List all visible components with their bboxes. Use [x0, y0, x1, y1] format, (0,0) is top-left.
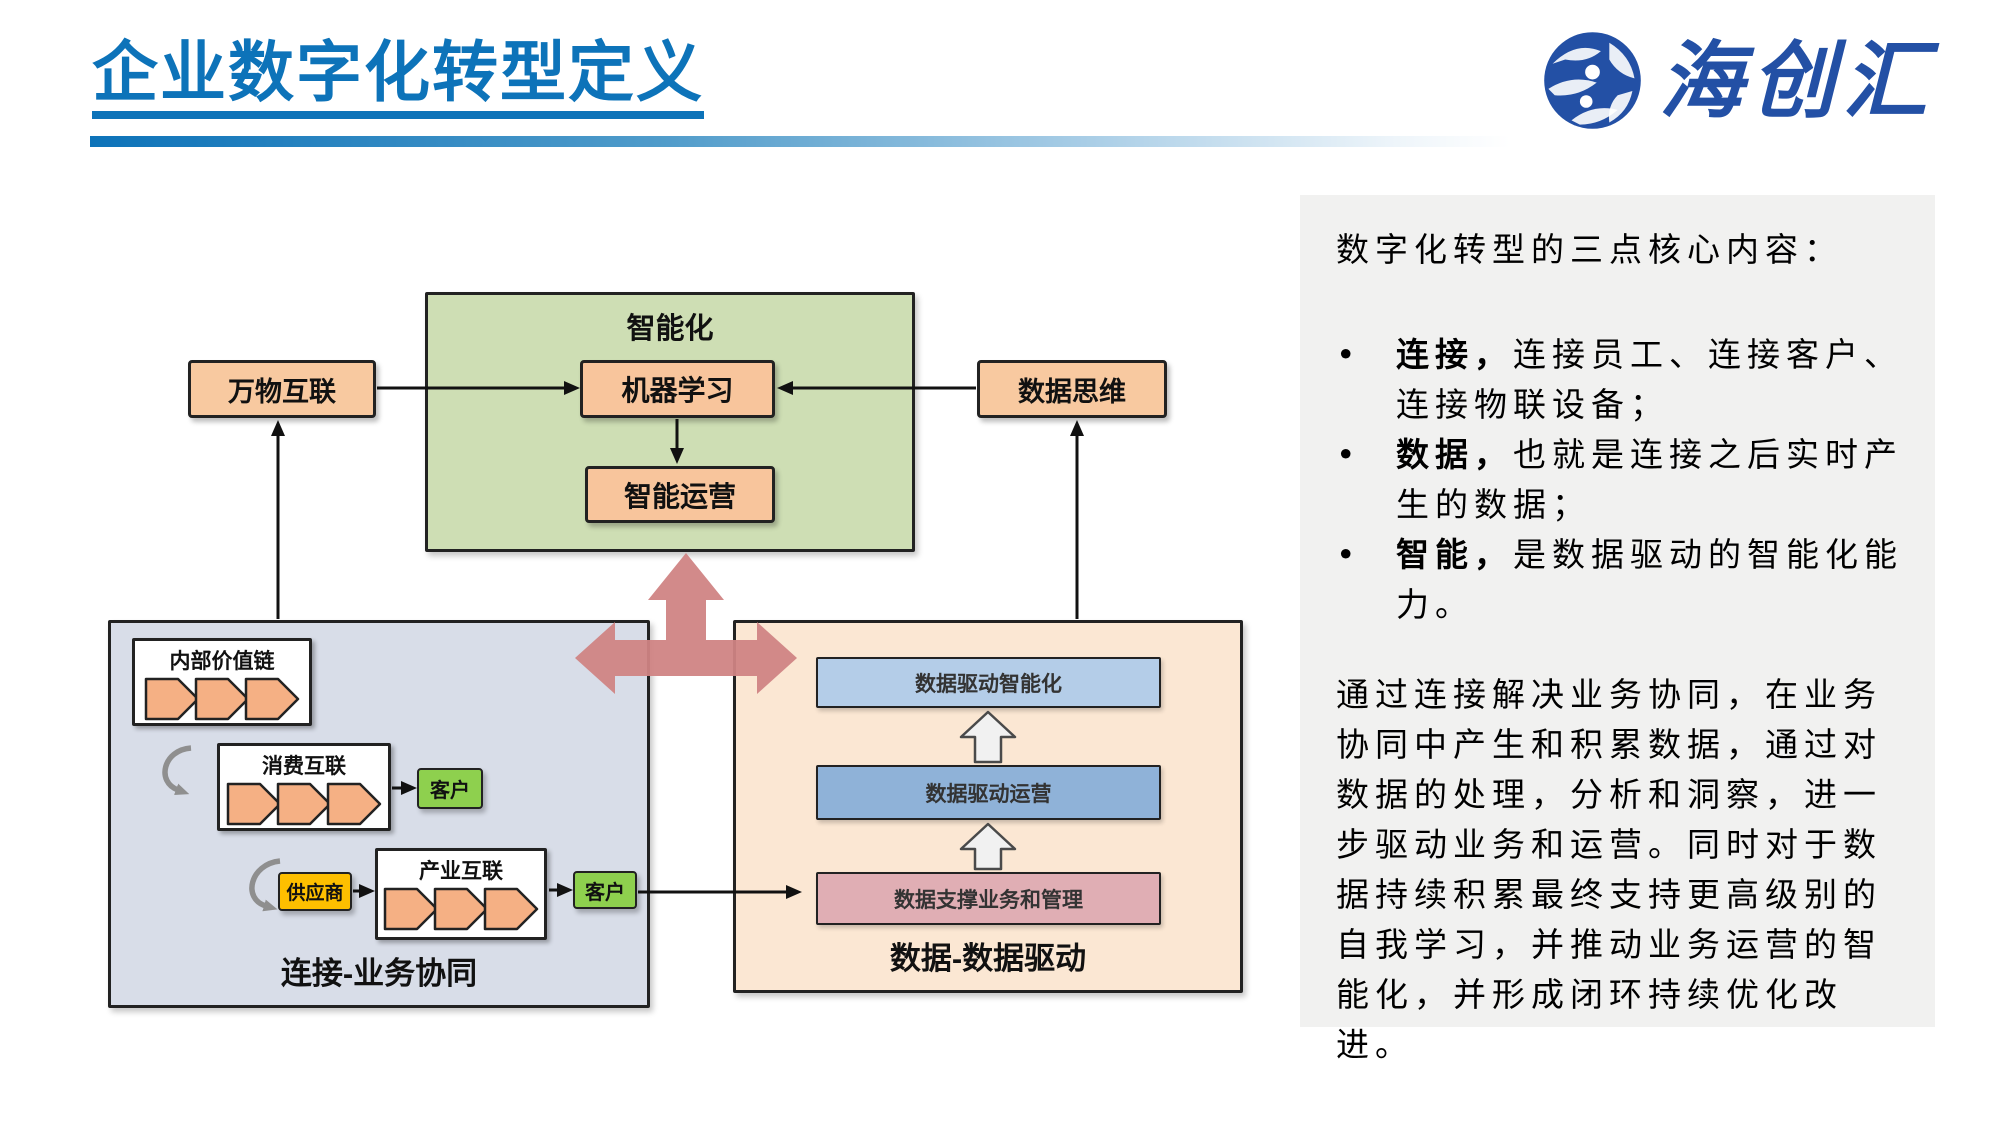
node-iot: 万物互联	[188, 360, 376, 418]
process-chevrons-icon	[226, 782, 382, 826]
page-title: 企业数字化转型定义	[92, 37, 704, 120]
bullet-text: 也就是连接之后实时产生的数据；	[1396, 435, 1903, 524]
bar-data-driven-intelligence: 数据驱动智能化	[816, 657, 1161, 708]
box-industrial-internet: 产业互联	[375, 848, 547, 940]
list-item: • 连接，连接员工、连接客户、连接物联设备；	[1336, 330, 1905, 430]
bullet-lead: 连接，	[1396, 335, 1513, 374]
process-chevrons-icon	[383, 887, 539, 931]
notes-panel: 数字化转型的三点核心内容： • 连接，连接员工、连接客户、连接物联设备； • 数…	[1300, 195, 1935, 1064]
node-supplier: 供应商	[278, 872, 352, 911]
node-data-thinking: 数据思维	[977, 360, 1167, 418]
bullet-lead: 数据，	[1396, 435, 1513, 474]
group-data-label: 数据-数据驱动	[889, 941, 1087, 976]
box-consumer-internet-label: 消费互联	[262, 755, 346, 778]
notes-heading: 数字化转型的三点核心内容：	[1336, 230, 1843, 269]
logo-text: 海创汇	[1659, 31, 1936, 130]
node-customer-2: 客户	[573, 871, 637, 909]
node-intelligent-operation: 智能运营	[585, 466, 775, 523]
group-connection-label: 连接-业务协同	[280, 956, 478, 991]
box-internal-value-chain: 内部价值链	[132, 638, 312, 726]
list-item: • 数据，也就是连接之后实时产生的数据；	[1336, 430, 1905, 530]
node-customer-1: 客户	[417, 768, 483, 809]
notes-paragraph: 通过连接解决业务协同，在业务协同中产生和积累数据，通过对数据的处理，分析和洞察，…	[1336, 675, 1882, 1064]
title-divider	[90, 136, 1510, 147]
box-internal-value-chain-label: 内部价值链	[169, 650, 275, 673]
bullet-marker: •	[1336, 435, 1356, 474]
bar-data-support: 数据支撑业务和管理	[816, 872, 1161, 925]
knot-sphere-icon	[1544, 32, 1641, 129]
bullet-marker: •	[1336, 535, 1356, 574]
list-item: • 智能，是数据驱动的智能化能力。	[1336, 530, 1905, 630]
notes-bullet-list: • 连接，连接员工、连接客户、连接物联设备； • 数据，也就是连接之后实时产生的…	[1336, 330, 1905, 630]
bullet-text: 是数据驱动的智能化能力。	[1396, 535, 1903, 624]
company-logo: 海创汇	[1540, 28, 1935, 133]
box-industrial-internet-label: 产业互联	[419, 860, 503, 883]
bar-data-driven-operation: 数据驱动运营	[816, 765, 1161, 820]
bullet-lead: 智能，	[1396, 535, 1513, 574]
process-chevrons-icon	[144, 677, 300, 721]
bullet-marker: •	[1336, 335, 1356, 374]
group-intelligence-label: 智能化	[626, 313, 714, 345]
box-consumer-internet: 消费互联	[217, 743, 391, 831]
bullet-text: 连接员工、连接客户、连接物联设备；	[1396, 335, 1903, 424]
node-machine-learning: 机器学习	[580, 360, 775, 418]
